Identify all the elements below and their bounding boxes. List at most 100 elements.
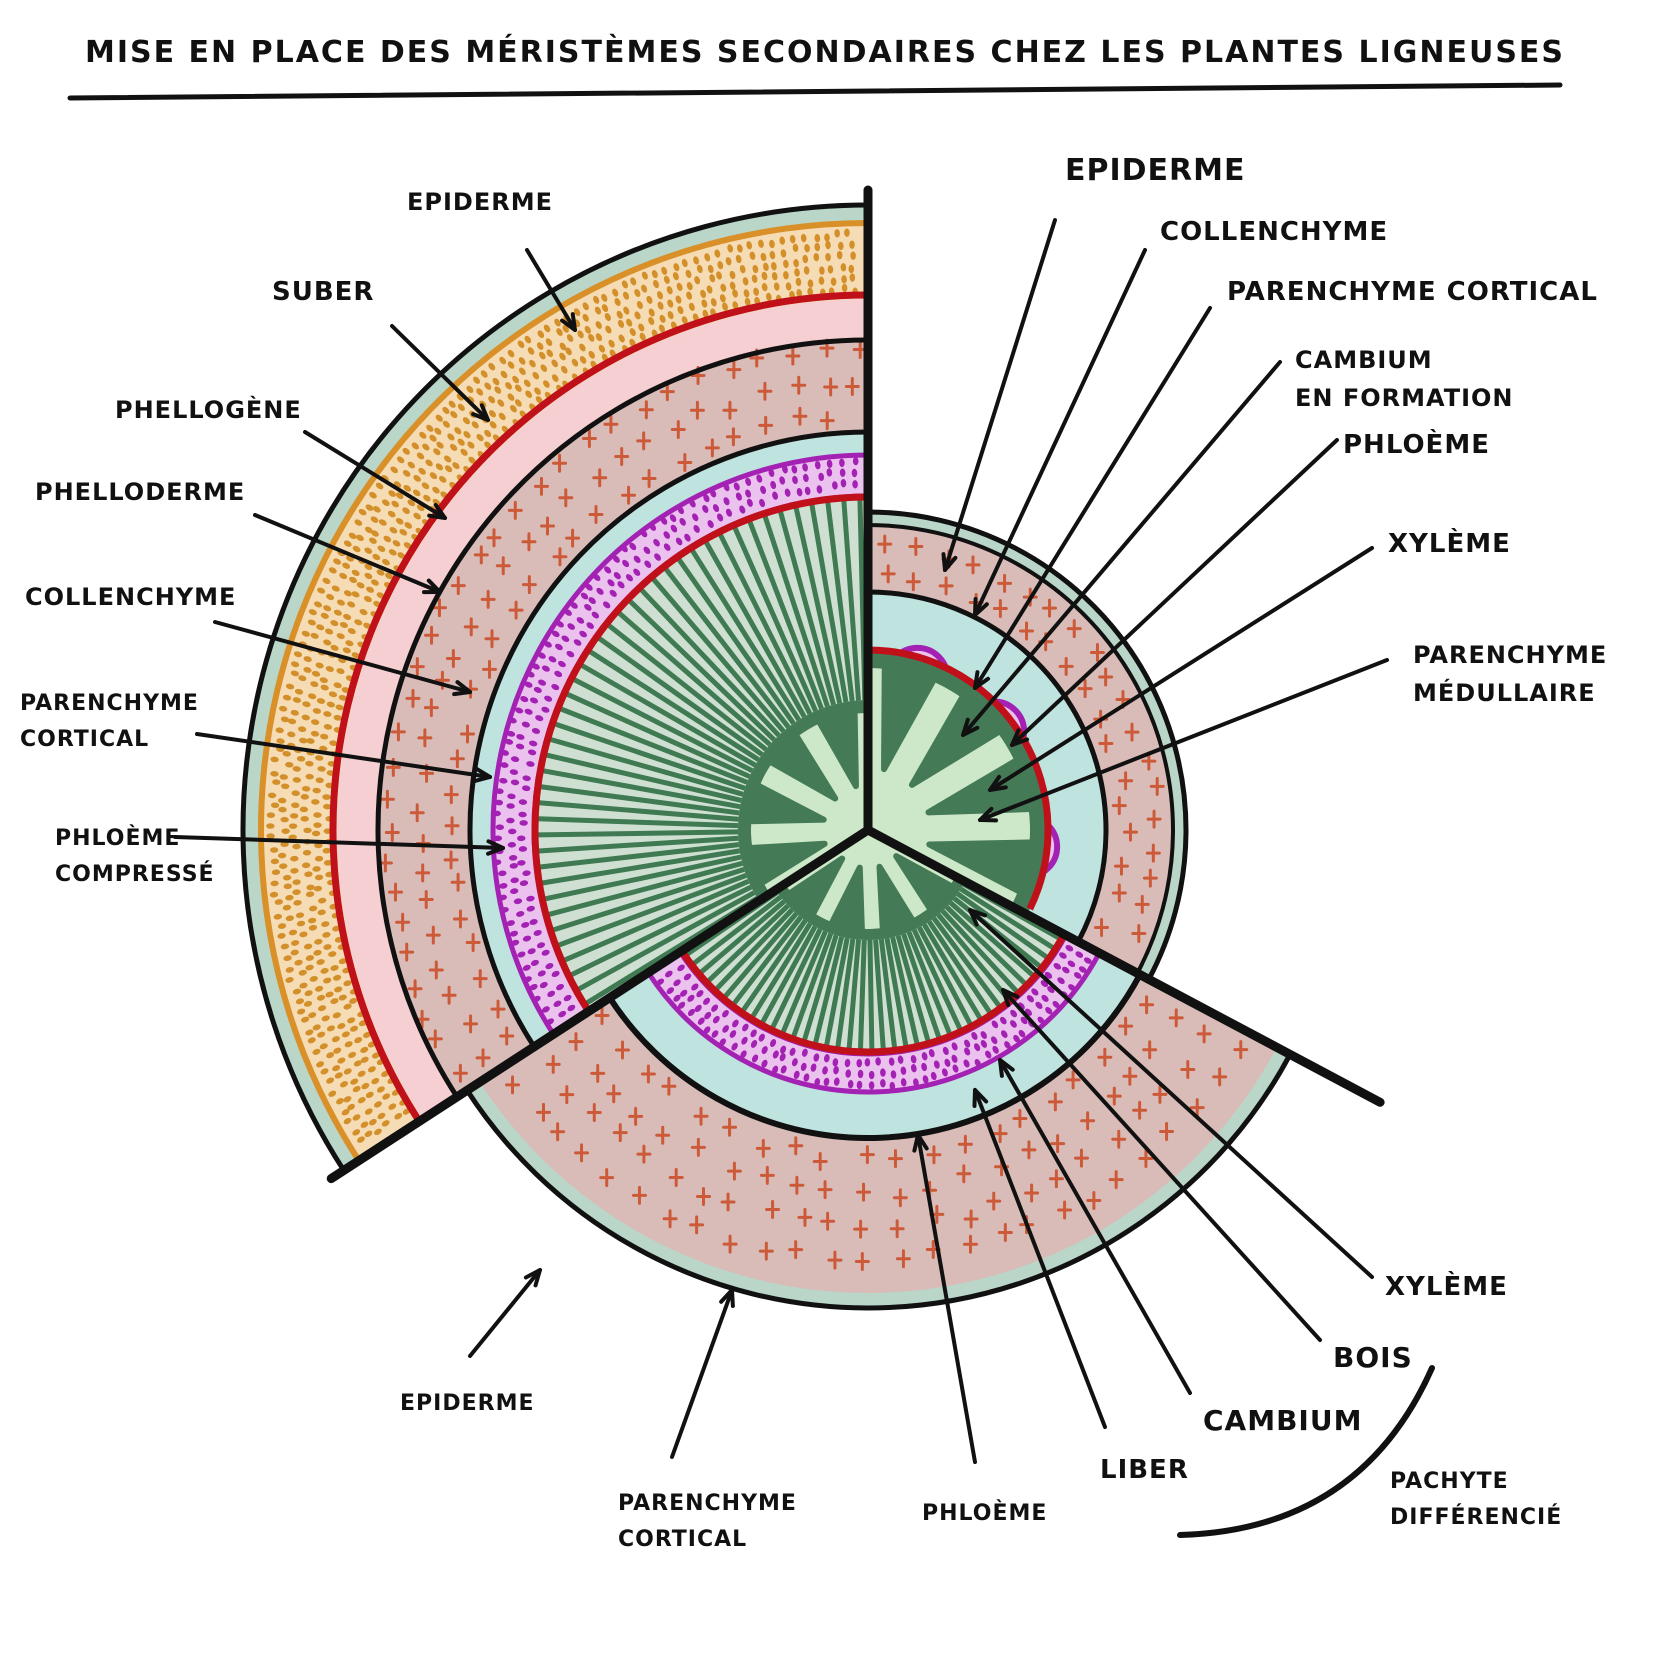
cell-dot xyxy=(310,681,319,688)
cell-dot xyxy=(739,264,746,274)
cell-dot xyxy=(484,441,492,449)
cell-dot xyxy=(450,411,458,419)
cell-dot xyxy=(780,1065,787,1074)
cell-dot xyxy=(557,660,566,668)
cell-dot xyxy=(551,970,560,978)
cell-dot xyxy=(523,379,531,388)
cell-dot xyxy=(839,468,846,477)
cell-dot xyxy=(1020,1016,1028,1025)
parenchyma-cell-mark xyxy=(1159,1122,1175,1142)
cell-dot xyxy=(554,670,563,678)
xylem-ray xyxy=(703,539,807,720)
cell-dot xyxy=(711,1004,719,1012)
cell-dot xyxy=(941,1068,948,1077)
cell-dot xyxy=(466,385,474,394)
parenchyma-cell-mark xyxy=(1080,1111,1096,1131)
leader-bottom-bois xyxy=(1001,988,1322,1342)
arrowhead-icon xyxy=(422,578,442,595)
cell-dot xyxy=(361,1082,370,1090)
cell-dot xyxy=(659,314,666,323)
cell-dot xyxy=(804,486,811,496)
cell-dot xyxy=(1078,966,1087,973)
xylem-ray xyxy=(542,854,744,902)
cell-dot xyxy=(522,935,532,942)
parenchyma-cell-mark xyxy=(384,822,400,842)
right-endoderm-boundary xyxy=(867,589,1109,943)
cell-dot xyxy=(290,867,299,874)
cell-dot xyxy=(723,497,730,506)
cell-dot xyxy=(990,1036,998,1045)
parenchyma-cell-mark xyxy=(1111,1129,1127,1149)
cell-dot xyxy=(287,731,296,738)
parenchyma-cell-mark xyxy=(1077,679,1093,699)
cell-dot xyxy=(847,1079,854,1089)
cell-dot xyxy=(365,504,374,511)
xylem-ray xyxy=(676,556,797,726)
cell-dot xyxy=(686,282,693,291)
cell-dot xyxy=(727,244,734,253)
cell-dot xyxy=(510,756,520,763)
cell-dot xyxy=(722,1025,729,1033)
cell-dot xyxy=(1010,1020,1017,1028)
cell-dot xyxy=(435,463,444,471)
cell-dot xyxy=(506,803,515,809)
cell-dot xyxy=(314,938,323,945)
cell-dot xyxy=(323,977,332,984)
cell-dot xyxy=(277,923,287,929)
cell-dot xyxy=(395,492,404,500)
cell-dot xyxy=(791,465,798,474)
leader-right-cambium-en-formation xyxy=(961,360,1282,737)
parenchyma-cell-mark xyxy=(1233,1040,1249,1060)
cell-dot xyxy=(319,677,328,684)
parenchyma-cell-mark xyxy=(550,1122,566,1142)
cell-dot xyxy=(616,310,623,319)
cell-dot xyxy=(312,787,321,794)
parenchyma-cell-mark xyxy=(1012,1109,1028,1129)
cell-dot xyxy=(311,830,321,837)
cell-dot xyxy=(649,523,657,531)
cell-dot xyxy=(295,912,305,919)
cell-dot xyxy=(851,468,858,478)
parenchyma-cell-mark xyxy=(1058,656,1074,676)
cell-dot xyxy=(944,1058,951,1067)
cell-dot xyxy=(323,944,332,950)
cell-dot xyxy=(353,1060,362,1067)
cell-dot xyxy=(760,485,767,495)
cell-dot xyxy=(696,990,704,998)
xylem-ray xyxy=(537,842,742,870)
xylem-ray xyxy=(825,499,855,704)
cell-dot xyxy=(897,1055,904,1064)
arrowhead-icon xyxy=(972,1088,989,1108)
cell-dot xyxy=(696,264,703,274)
cell-dot xyxy=(839,458,845,468)
cell-dot xyxy=(293,651,303,658)
cell-dot xyxy=(586,622,594,629)
cell-dot xyxy=(836,250,843,260)
parenchyma-cell-mark xyxy=(659,382,675,402)
xylem-ray xyxy=(878,936,898,1051)
cell-dot xyxy=(390,466,398,474)
cell-dot xyxy=(551,374,559,382)
cell-dot xyxy=(321,921,330,927)
cell-dot xyxy=(737,244,743,253)
label-leader-lines xyxy=(173,218,1435,1538)
cell-dot xyxy=(660,517,668,525)
cell-dot xyxy=(369,537,377,544)
cell-dot xyxy=(750,1029,757,1038)
cell-dot xyxy=(326,1077,335,1084)
cell-dot xyxy=(363,1031,372,1038)
cell-dot xyxy=(510,779,520,786)
parenchyma-cell-mark xyxy=(812,1152,828,1172)
cell-dot xyxy=(322,577,331,585)
cell-dot xyxy=(299,737,308,744)
cell-dot xyxy=(686,291,693,300)
cell-dot xyxy=(573,639,582,646)
cell-dot xyxy=(517,951,526,958)
parenchyma-cell-mark xyxy=(463,617,479,637)
cell-dot xyxy=(303,656,312,663)
cell-dot xyxy=(701,299,708,308)
cell-dot xyxy=(312,1048,321,1055)
cell-dot xyxy=(316,1061,325,1068)
cell-dot xyxy=(663,275,670,284)
xylem-ray xyxy=(867,937,875,1053)
